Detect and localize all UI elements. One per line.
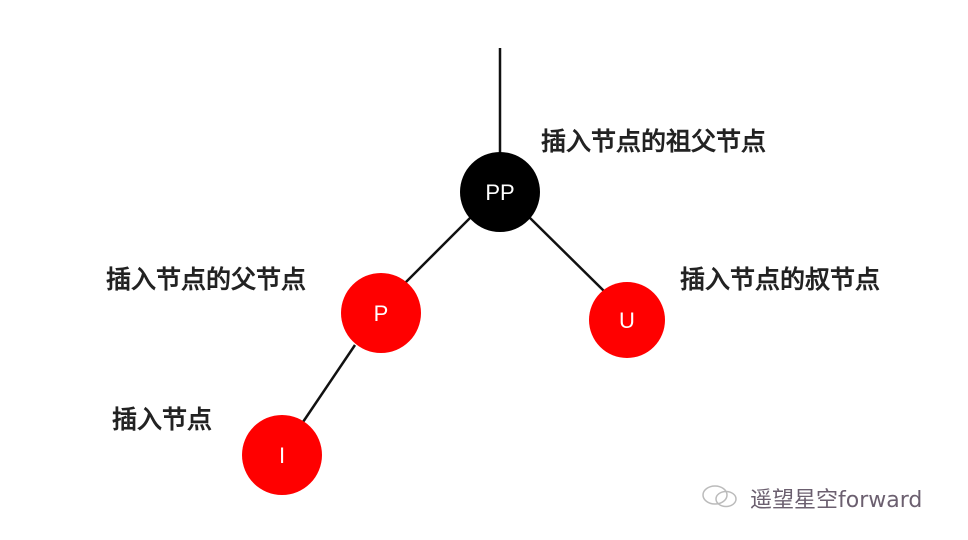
watermark: 遥望星空forward (750, 488, 923, 513)
node-i-text: I (279, 443, 285, 468)
grandparent-label: 插入节点的祖父节点 (541, 127, 767, 156)
edge-pp-u (529, 217, 606, 293)
node-pp-text: PP (485, 180, 514, 205)
edge-pp-p (404, 217, 471, 284)
node-p-text: P (374, 301, 389, 326)
node-p (341, 273, 421, 353)
edge-p-i (301, 344, 357, 423)
inserted-label: 插入节点 (112, 405, 213, 434)
node-i (242, 415, 322, 495)
node-u (589, 282, 665, 358)
wechat-icon (702, 485, 737, 508)
node-u-text: U (619, 308, 635, 333)
uncle-label: 插入节点的叔节点 (680, 265, 881, 294)
node-pp (460, 152, 540, 232)
parent-label: 插入节点的父节点 (106, 265, 307, 294)
